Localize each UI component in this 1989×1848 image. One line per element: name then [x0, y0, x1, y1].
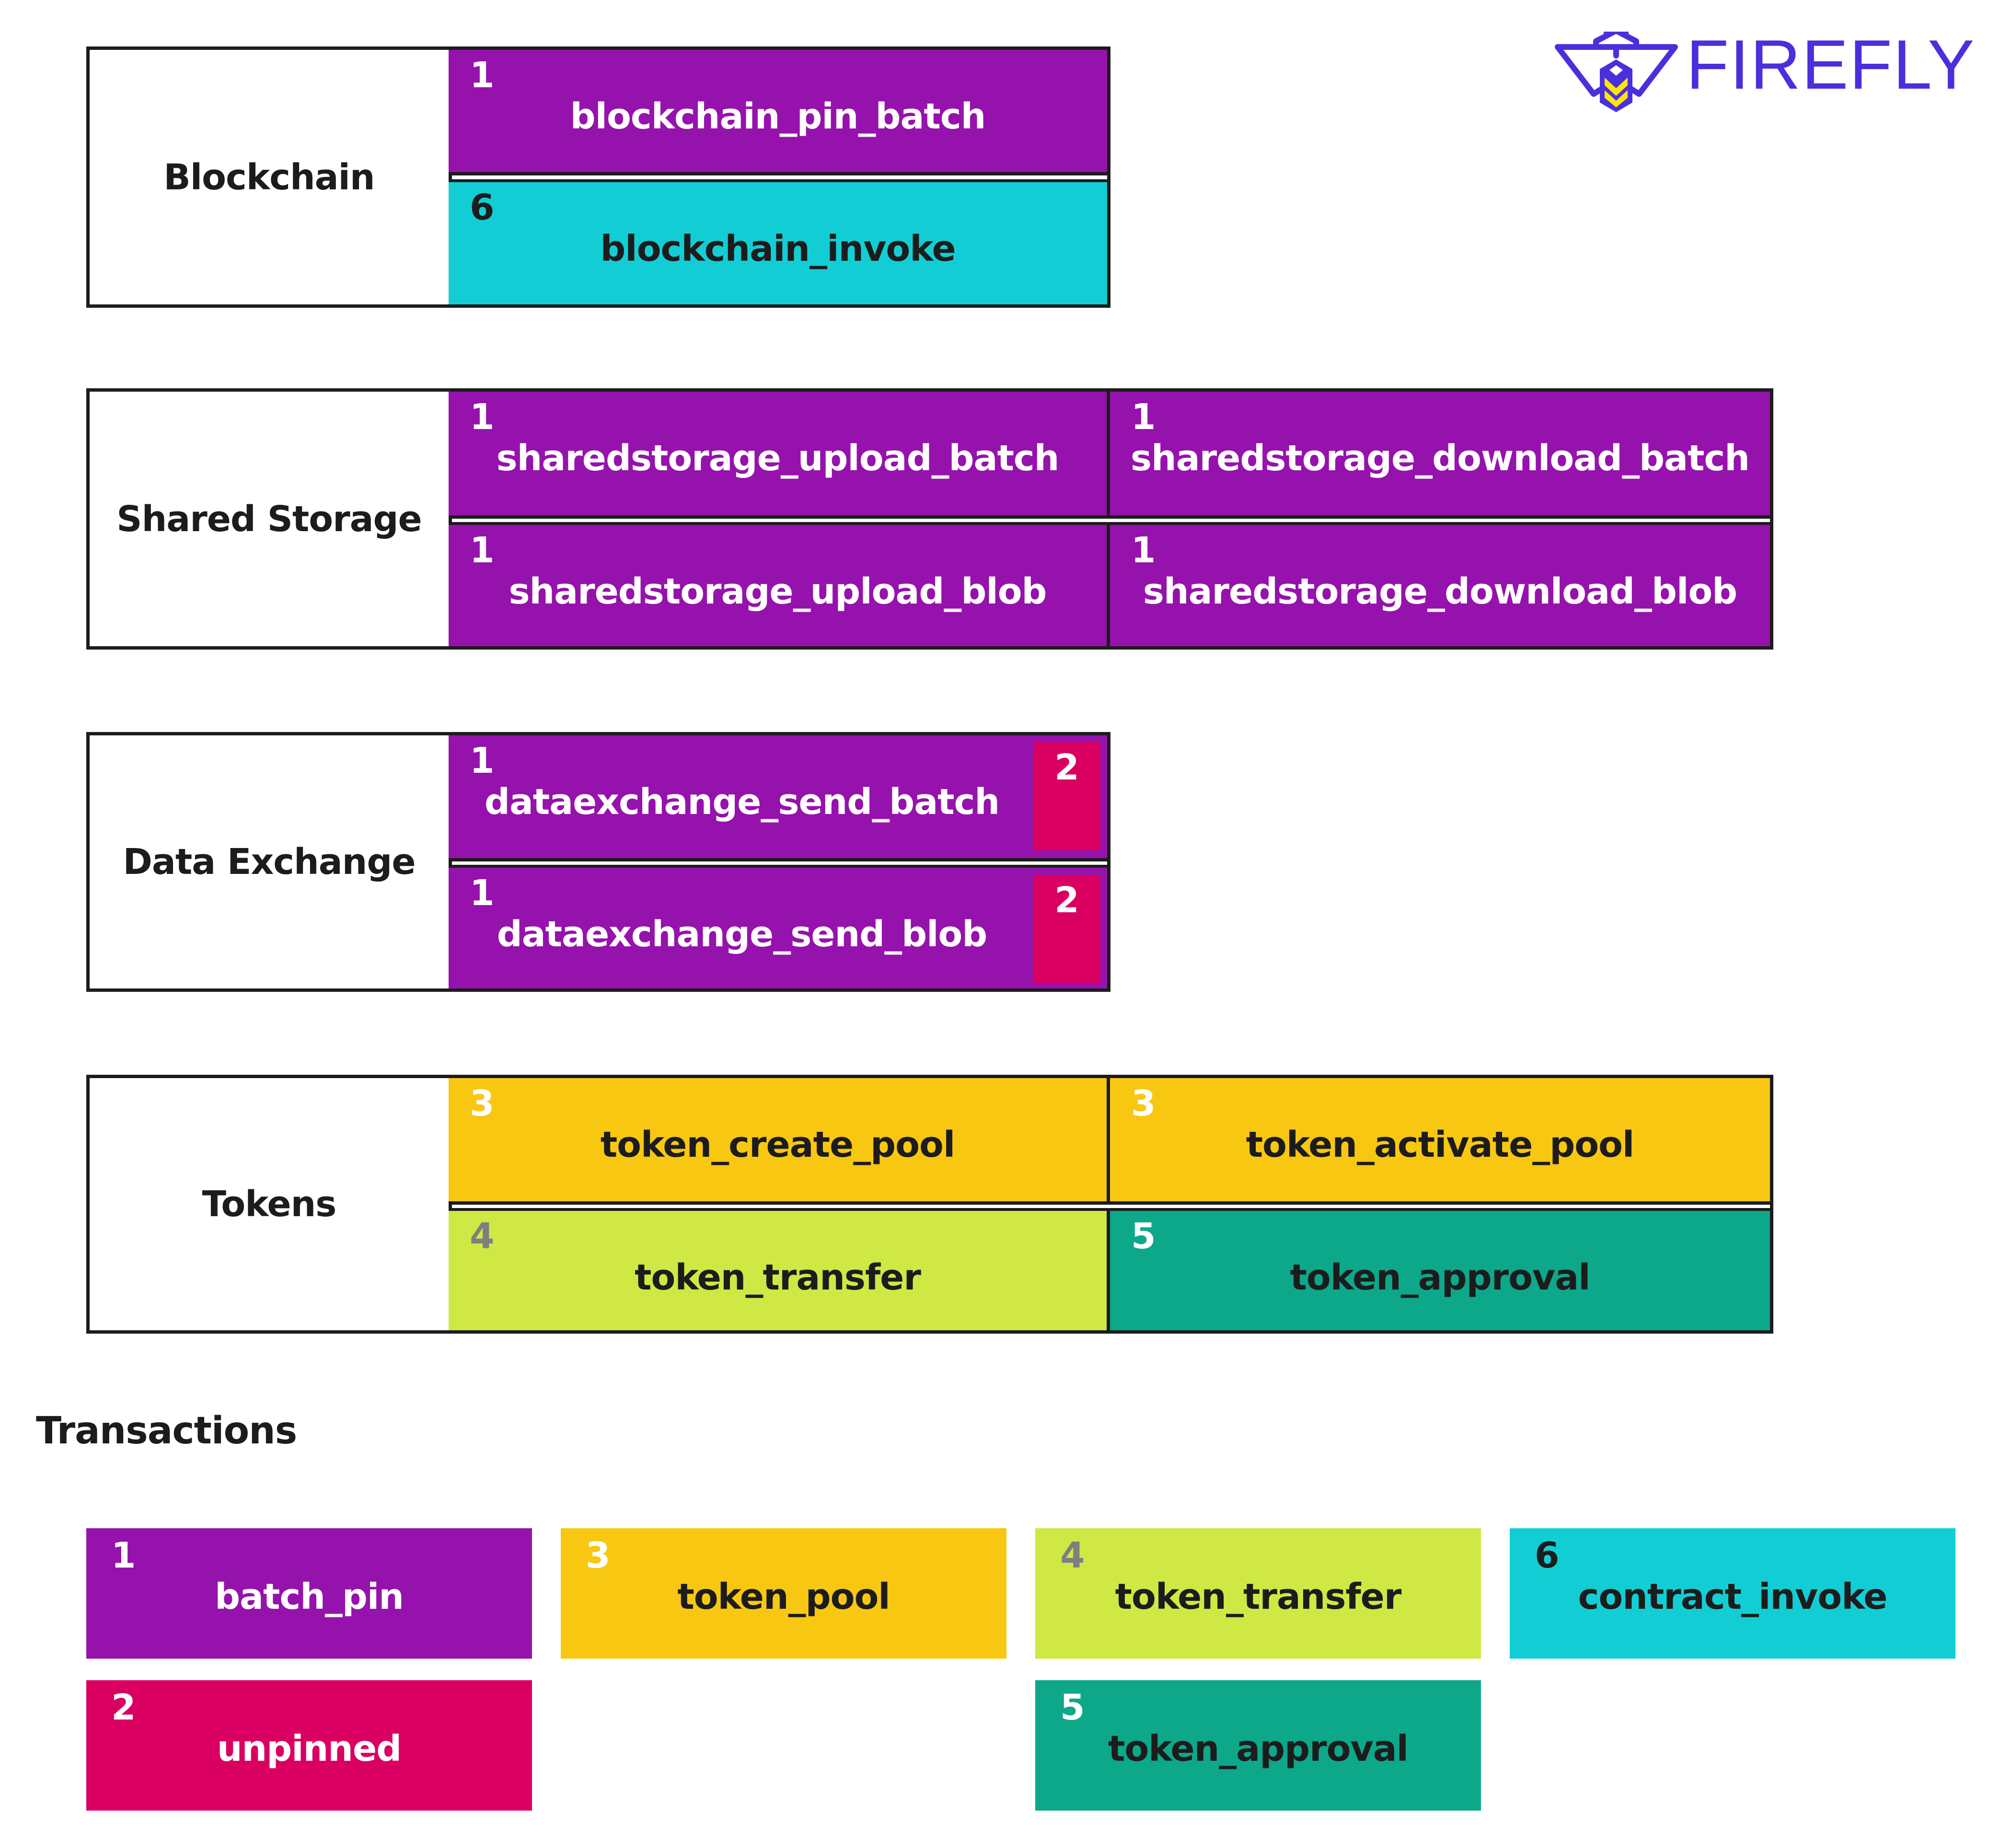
op-label: blockchain_invoke [600, 228, 956, 269]
op-label: token_activate_pool [1246, 1124, 1635, 1165]
op-cell: 4 token_transfer [449, 1208, 1110, 1330]
section-blockchain: Blockchain 1 blockchain_pin_batch 6 bloc… [86, 46, 1110, 308]
tx-type-number: 2 [1054, 747, 1079, 788]
tx-type-number: 4 [470, 1216, 495, 1257]
tx-type-number: 6 [470, 187, 495, 228]
op-cell: 1 dataexchange_send_batch 2 [449, 735, 1107, 861]
legend-label: batch_pin [215, 1576, 404, 1617]
op-label: token_approval [1290, 1257, 1590, 1298]
op-label: blockchain_pin_batch [570, 96, 986, 137]
op-cell: 1 sharedstorage_download_blob [1110, 522, 1770, 646]
legend-item-contract-invoke: 6 contract_invoke [1510, 1528, 1955, 1659]
section-shared-storage: Shared Storage 1 sharedstorage_upload_ba… [86, 388, 1773, 650]
tx-type-number: 4 [1060, 1535, 1085, 1576]
op-label: dataexchange_send_blob [497, 914, 988, 955]
legend-item-token-transfer: 4 token_transfer [1035, 1528, 1481, 1659]
legend-label: contract_invoke [1578, 1576, 1888, 1617]
firefly-logo [1553, 23, 1682, 115]
op-label: sharedstorage_download_batch [1131, 438, 1750, 479]
op-cell: 1 sharedstorage_upload_blob [449, 522, 1110, 646]
section-data-exchange: Data Exchange 1 dataexchange_send_batch … [86, 732, 1110, 992]
tx-type-number: 2 [111, 1687, 136, 1728]
legend-item-batch-pin: 1 batch_pin [86, 1528, 532, 1659]
tx-type-number: 3 [470, 1083, 495, 1124]
op-label: token_transfer [635, 1257, 921, 1298]
tx-type-number: 1 [470, 55, 495, 96]
tx-type-number: 1 [470, 530, 495, 571]
logo-text: FIREFLY [1686, 25, 1976, 104]
tx-type-number: 1 [1131, 396, 1156, 438]
op-cell: 3 token_create_pool [449, 1078, 1110, 1205]
op-label: sharedstorage_upload_blob [509, 571, 1047, 612]
op-cell: 6 blockchain_invoke [449, 179, 1107, 304]
op-cell: 5 token_approval [1110, 1208, 1770, 1330]
tx-type-number: 1 [1131, 530, 1156, 571]
op-cell: 3 token_activate_pool [1110, 1078, 1770, 1205]
tx-type-number: 1 [111, 1535, 136, 1576]
op-label: dataexchange_send_batch [484, 781, 1000, 823]
section-title: Tokens [90, 1078, 452, 1330]
op-cell: 1 blockchain_pin_batch [449, 50, 1107, 175]
section-tokens: Tokens 3 token_create_pool 3 token_activ… [86, 1075, 1773, 1334]
tx-type-number: 2 [1054, 880, 1079, 921]
op-label: sharedstorage_upload_batch [496, 438, 1060, 479]
tx-type-number: 1 [470, 740, 495, 781]
legend-item-unpinned: 2 unpinned [86, 1680, 532, 1811]
op-label: token_create_pool [600, 1124, 955, 1165]
section-title: Blockchain [90, 50, 452, 304]
unpinned-badge: 2 [1033, 875, 1100, 983]
op-cell: 1 dataexchange_send_blob 2 [449, 865, 1107, 988]
legend-item-token-pool: 3 token_pool [561, 1528, 1006, 1659]
tx-type-number: 3 [1131, 1083, 1156, 1124]
legend-label: unpinned [217, 1728, 402, 1769]
legend-item-token-approval: 5 token_approval [1035, 1680, 1481, 1811]
transactions-heading: Transactions [36, 1409, 297, 1453]
unpinned-badge: 2 [1033, 742, 1100, 850]
legend-label: token_approval [1108, 1728, 1409, 1769]
op-cell: 1 sharedstorage_upload_batch [449, 392, 1110, 519]
tx-type-number: 5 [1060, 1687, 1085, 1728]
op-cell: 1 sharedstorage_download_batch [1110, 392, 1770, 519]
legend-label: token_transfer [1115, 1576, 1402, 1617]
op-label: sharedstorage_download_blob [1143, 571, 1737, 612]
legend-label: token_pool [677, 1576, 890, 1617]
section-title: Shared Storage [90, 392, 452, 646]
tx-type-number: 1 [470, 872, 495, 914]
tx-type-number: 6 [1535, 1535, 1560, 1576]
tx-type-number: 1 [470, 396, 495, 438]
section-title: Data Exchange [90, 735, 452, 988]
tx-type-number: 3 [586, 1535, 611, 1576]
tx-type-number: 5 [1131, 1216, 1156, 1257]
firefly-bee-icon [1555, 23, 1678, 112]
